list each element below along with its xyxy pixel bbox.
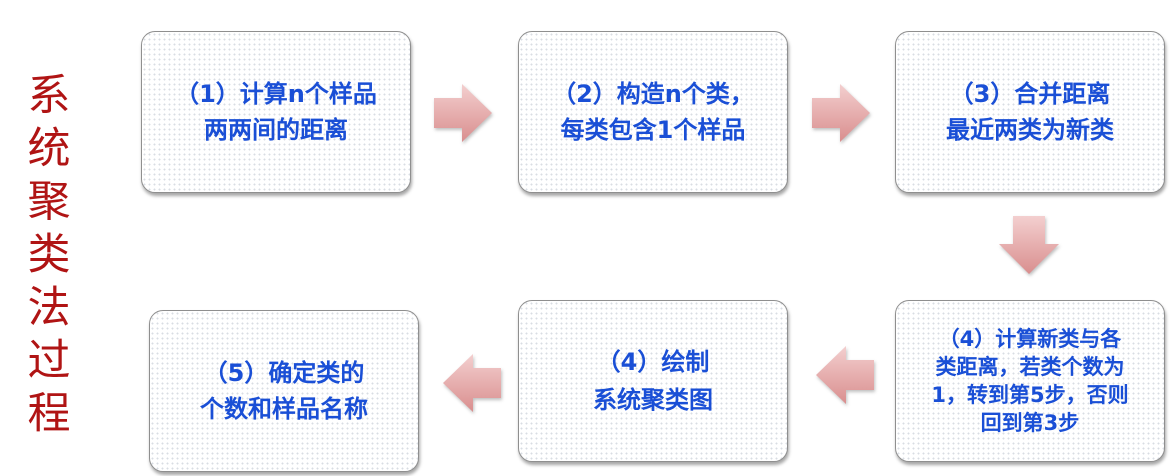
step-3-line: （3）合并距离: [949, 80, 1111, 108]
step-3-line: 最近两类为新类: [946, 116, 1114, 144]
title-char: 过: [27, 336, 71, 386]
step-1-line: （1）计算n个样品: [175, 80, 377, 108]
step-4-draw-line: （4）绘制: [596, 348, 710, 376]
step-2-line: （2）构造n个类，: [552, 80, 754, 108]
step-5-line: （5）确定类的: [203, 359, 365, 387]
arrow-left-icon: [441, 352, 503, 414]
title-char: 程: [27, 389, 71, 439]
title-char: 系: [27, 71, 71, 121]
arrow-right-icon: [810, 82, 872, 144]
arrow-right-icon: [432, 82, 494, 144]
step-4-draw-box: （4）绘制 系统聚类图: [518, 300, 788, 462]
step-4-line: 类距离，若类个数为: [935, 355, 1125, 379]
step-2-line: 每类包含1个样品: [560, 116, 746, 144]
step-4-draw-line: 系统聚类图: [593, 386, 713, 414]
step-1-box: （1）计算n个样品 两两间的距离: [141, 31, 411, 193]
arrow-left-icon: [814, 344, 876, 406]
arrow-down-icon: [997, 214, 1061, 276]
title-char: 聚: [27, 177, 71, 227]
title-char: 法: [27, 283, 71, 333]
step-5-line: 个数和样品名称: [200, 395, 368, 423]
step-4-line: （4）计算新类与各: [938, 327, 1122, 351]
title-char: 统: [27, 124, 71, 174]
title-char: 类: [27, 230, 71, 280]
step-4-box: （4）计算新类与各 类距离，若类个数为 1，转到第5步，否则 回到第3步: [895, 300, 1165, 462]
step-3-box: （3）合并距离 最近两类为新类: [895, 31, 1165, 193]
diagram-title: 系 统 聚 类 法 过 程: [24, 70, 74, 441]
step-4-line: 1，转到第5步，否则: [931, 383, 1129, 407]
step-5-box: （5）确定类的 个数和样品名称: [149, 310, 419, 472]
step-2-box: （2）构造n个类， 每类包含1个样品: [518, 31, 788, 193]
step-4-line: 回到第3步: [980, 411, 1080, 435]
step-1-line: 两两间的距离: [203, 116, 348, 144]
